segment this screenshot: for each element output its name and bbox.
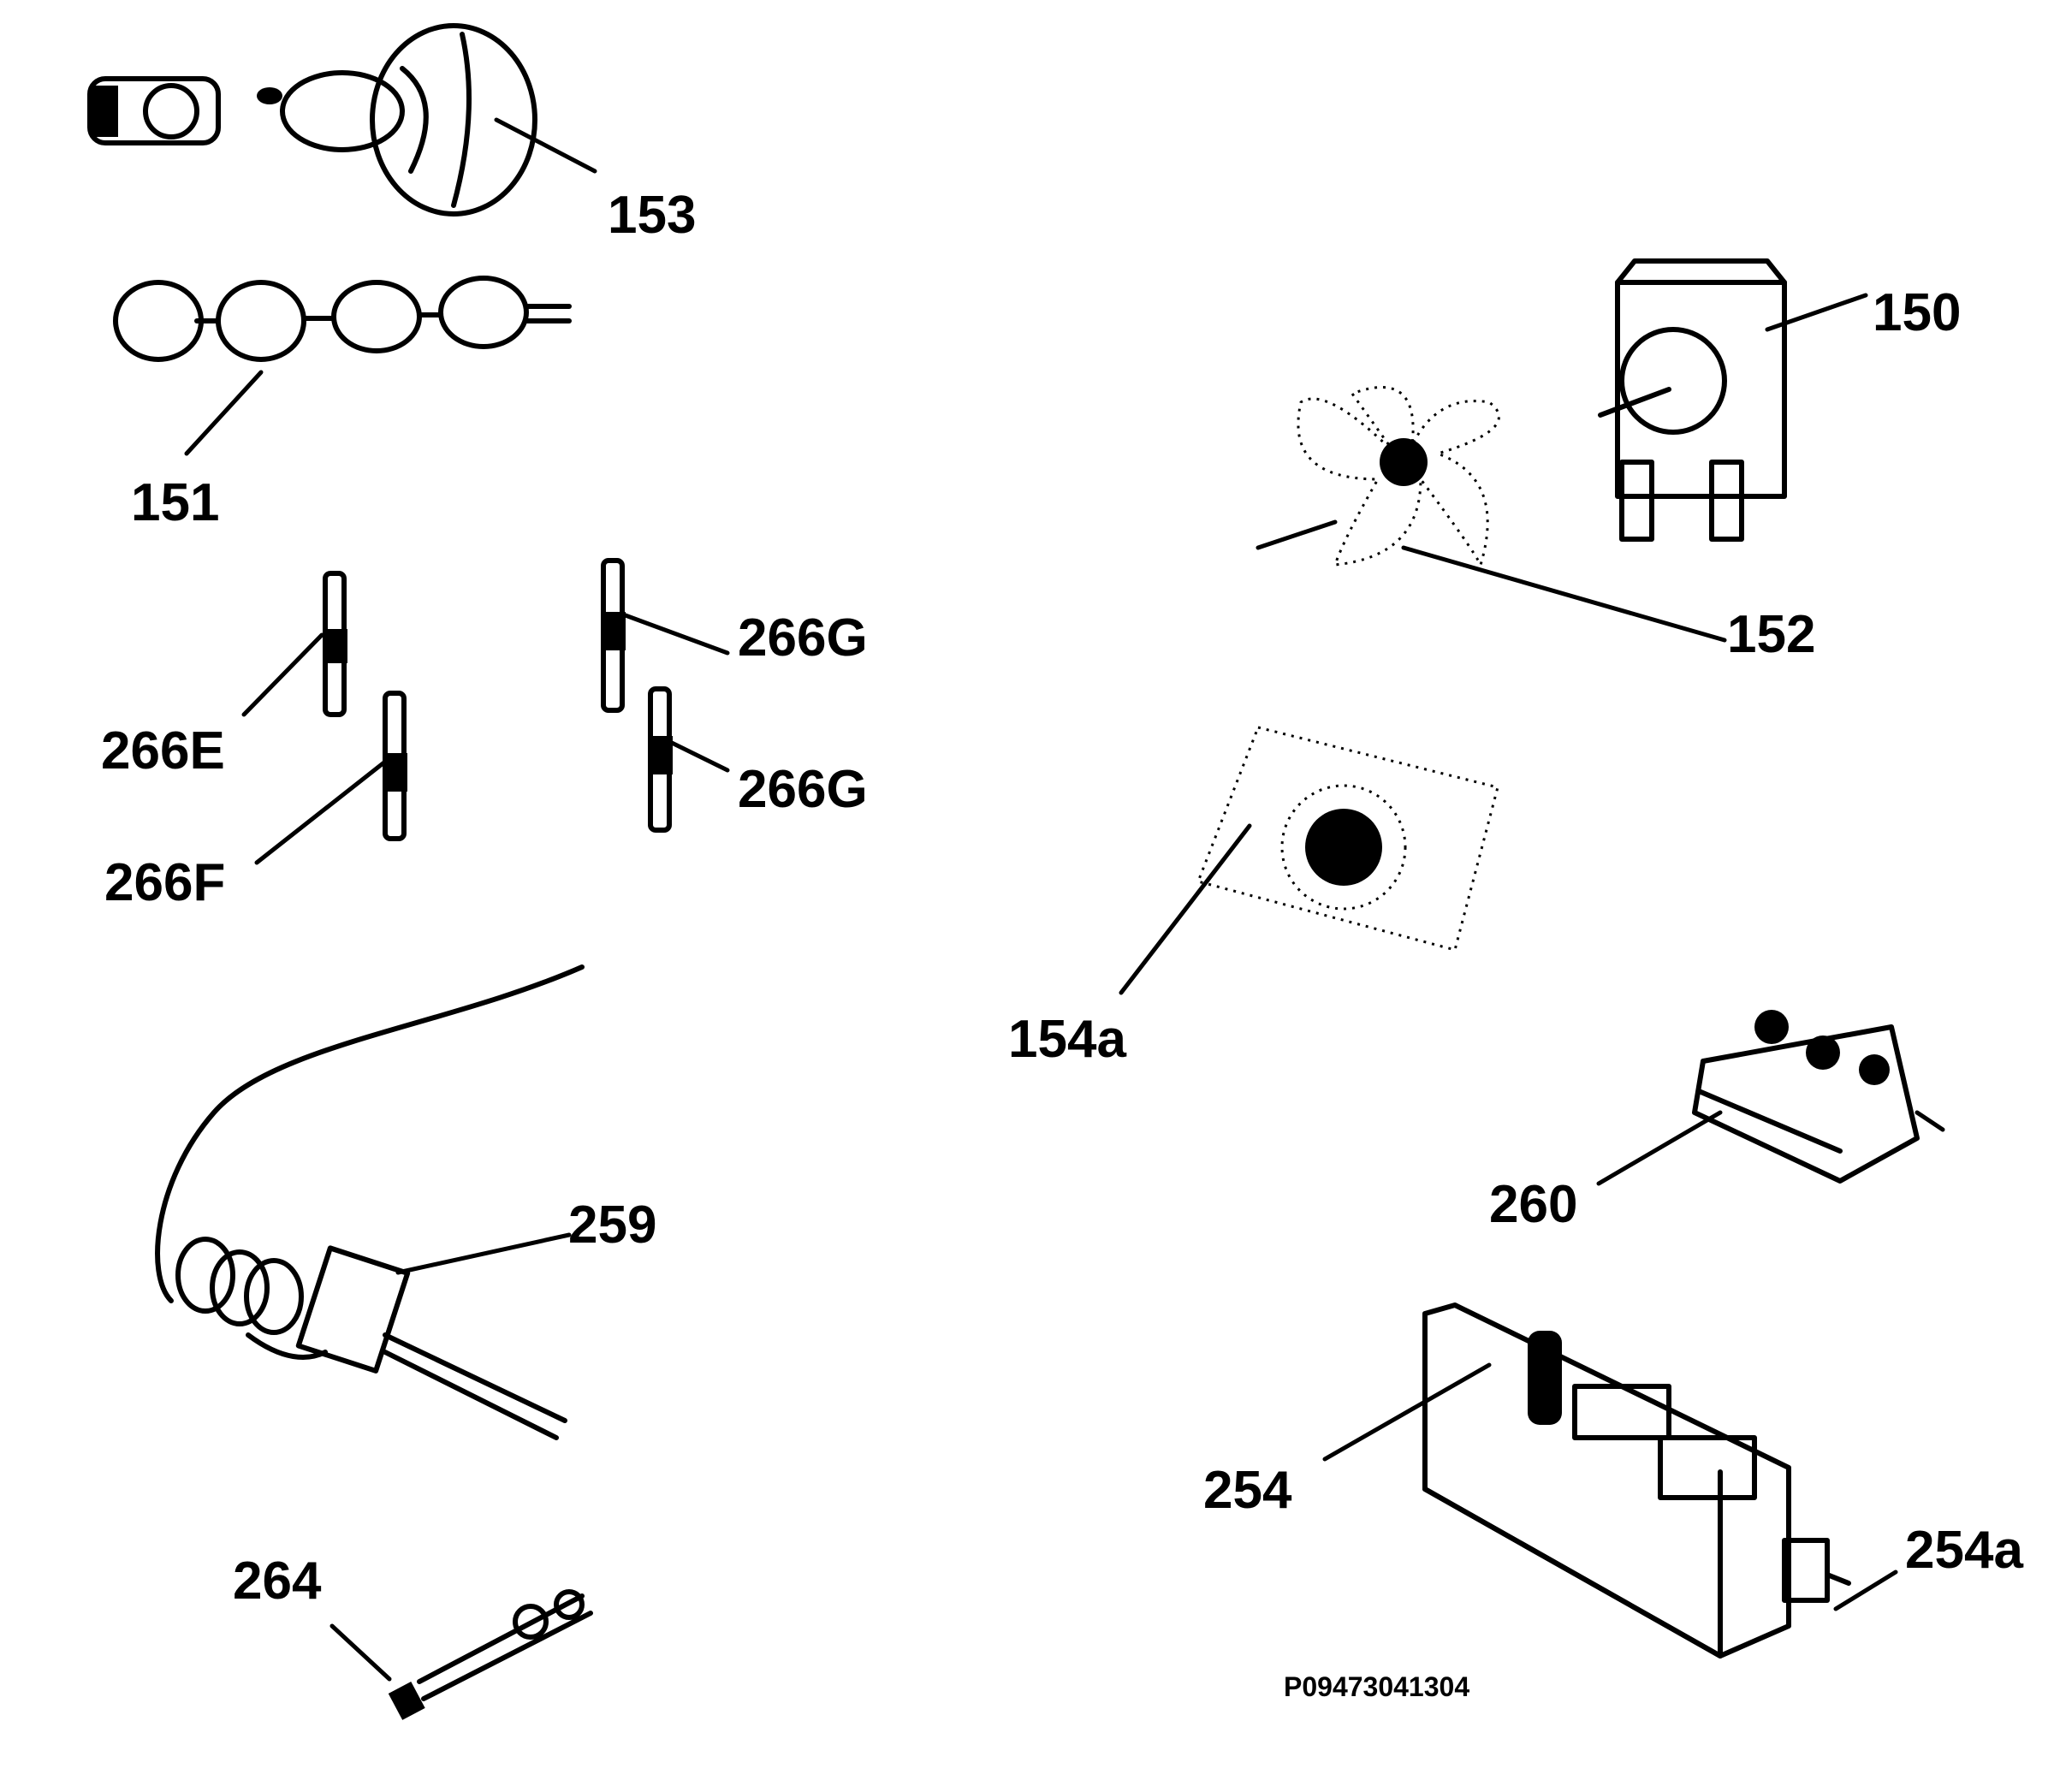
label-264: 264 — [233, 1552, 322, 1611]
label-154a: 154a — [1008, 1010, 1126, 1069]
label-151: 151 — [131, 473, 219, 532]
part-266-terminals — [323, 558, 673, 841]
part-260-terminal-block — [1692, 1010, 1945, 1184]
label-153: 153 — [608, 186, 696, 245]
label-266G-1: 266G — [738, 608, 868, 668]
part-150-fan-motor — [1598, 258, 1787, 542]
label-259: 259 — [568, 1196, 656, 1255]
label-150: 150 — [1873, 283, 1961, 342]
label-254: 254 — [1203, 1461, 1292, 1520]
label-266E: 266E — [101, 721, 225, 780]
label-152: 152 — [1727, 605, 1815, 664]
label-266F: 266F — [104, 853, 225, 912]
leader-lines — [184, 117, 1898, 1682]
part-154a-filter-plate — [1196, 726, 1499, 952]
part-264-connector — [388, 1589, 593, 1720]
part-259-thermostat — [155, 964, 585, 1440]
label-266G-2: 266G — [738, 760, 868, 819]
part-254-ignition-unit — [1422, 1302, 1851, 1658]
label-254a: 254a — [1905, 1521, 2023, 1580]
part-151-disc-chain — [113, 276, 572, 362]
label-260: 260 — [1489, 1175, 1577, 1234]
part-153-lamp-assembly — [87, 23, 537, 217]
reference-code: P09473041304 — [1284, 1671, 1469, 1702]
part-152-fan-impeller — [1256, 386, 1500, 569]
